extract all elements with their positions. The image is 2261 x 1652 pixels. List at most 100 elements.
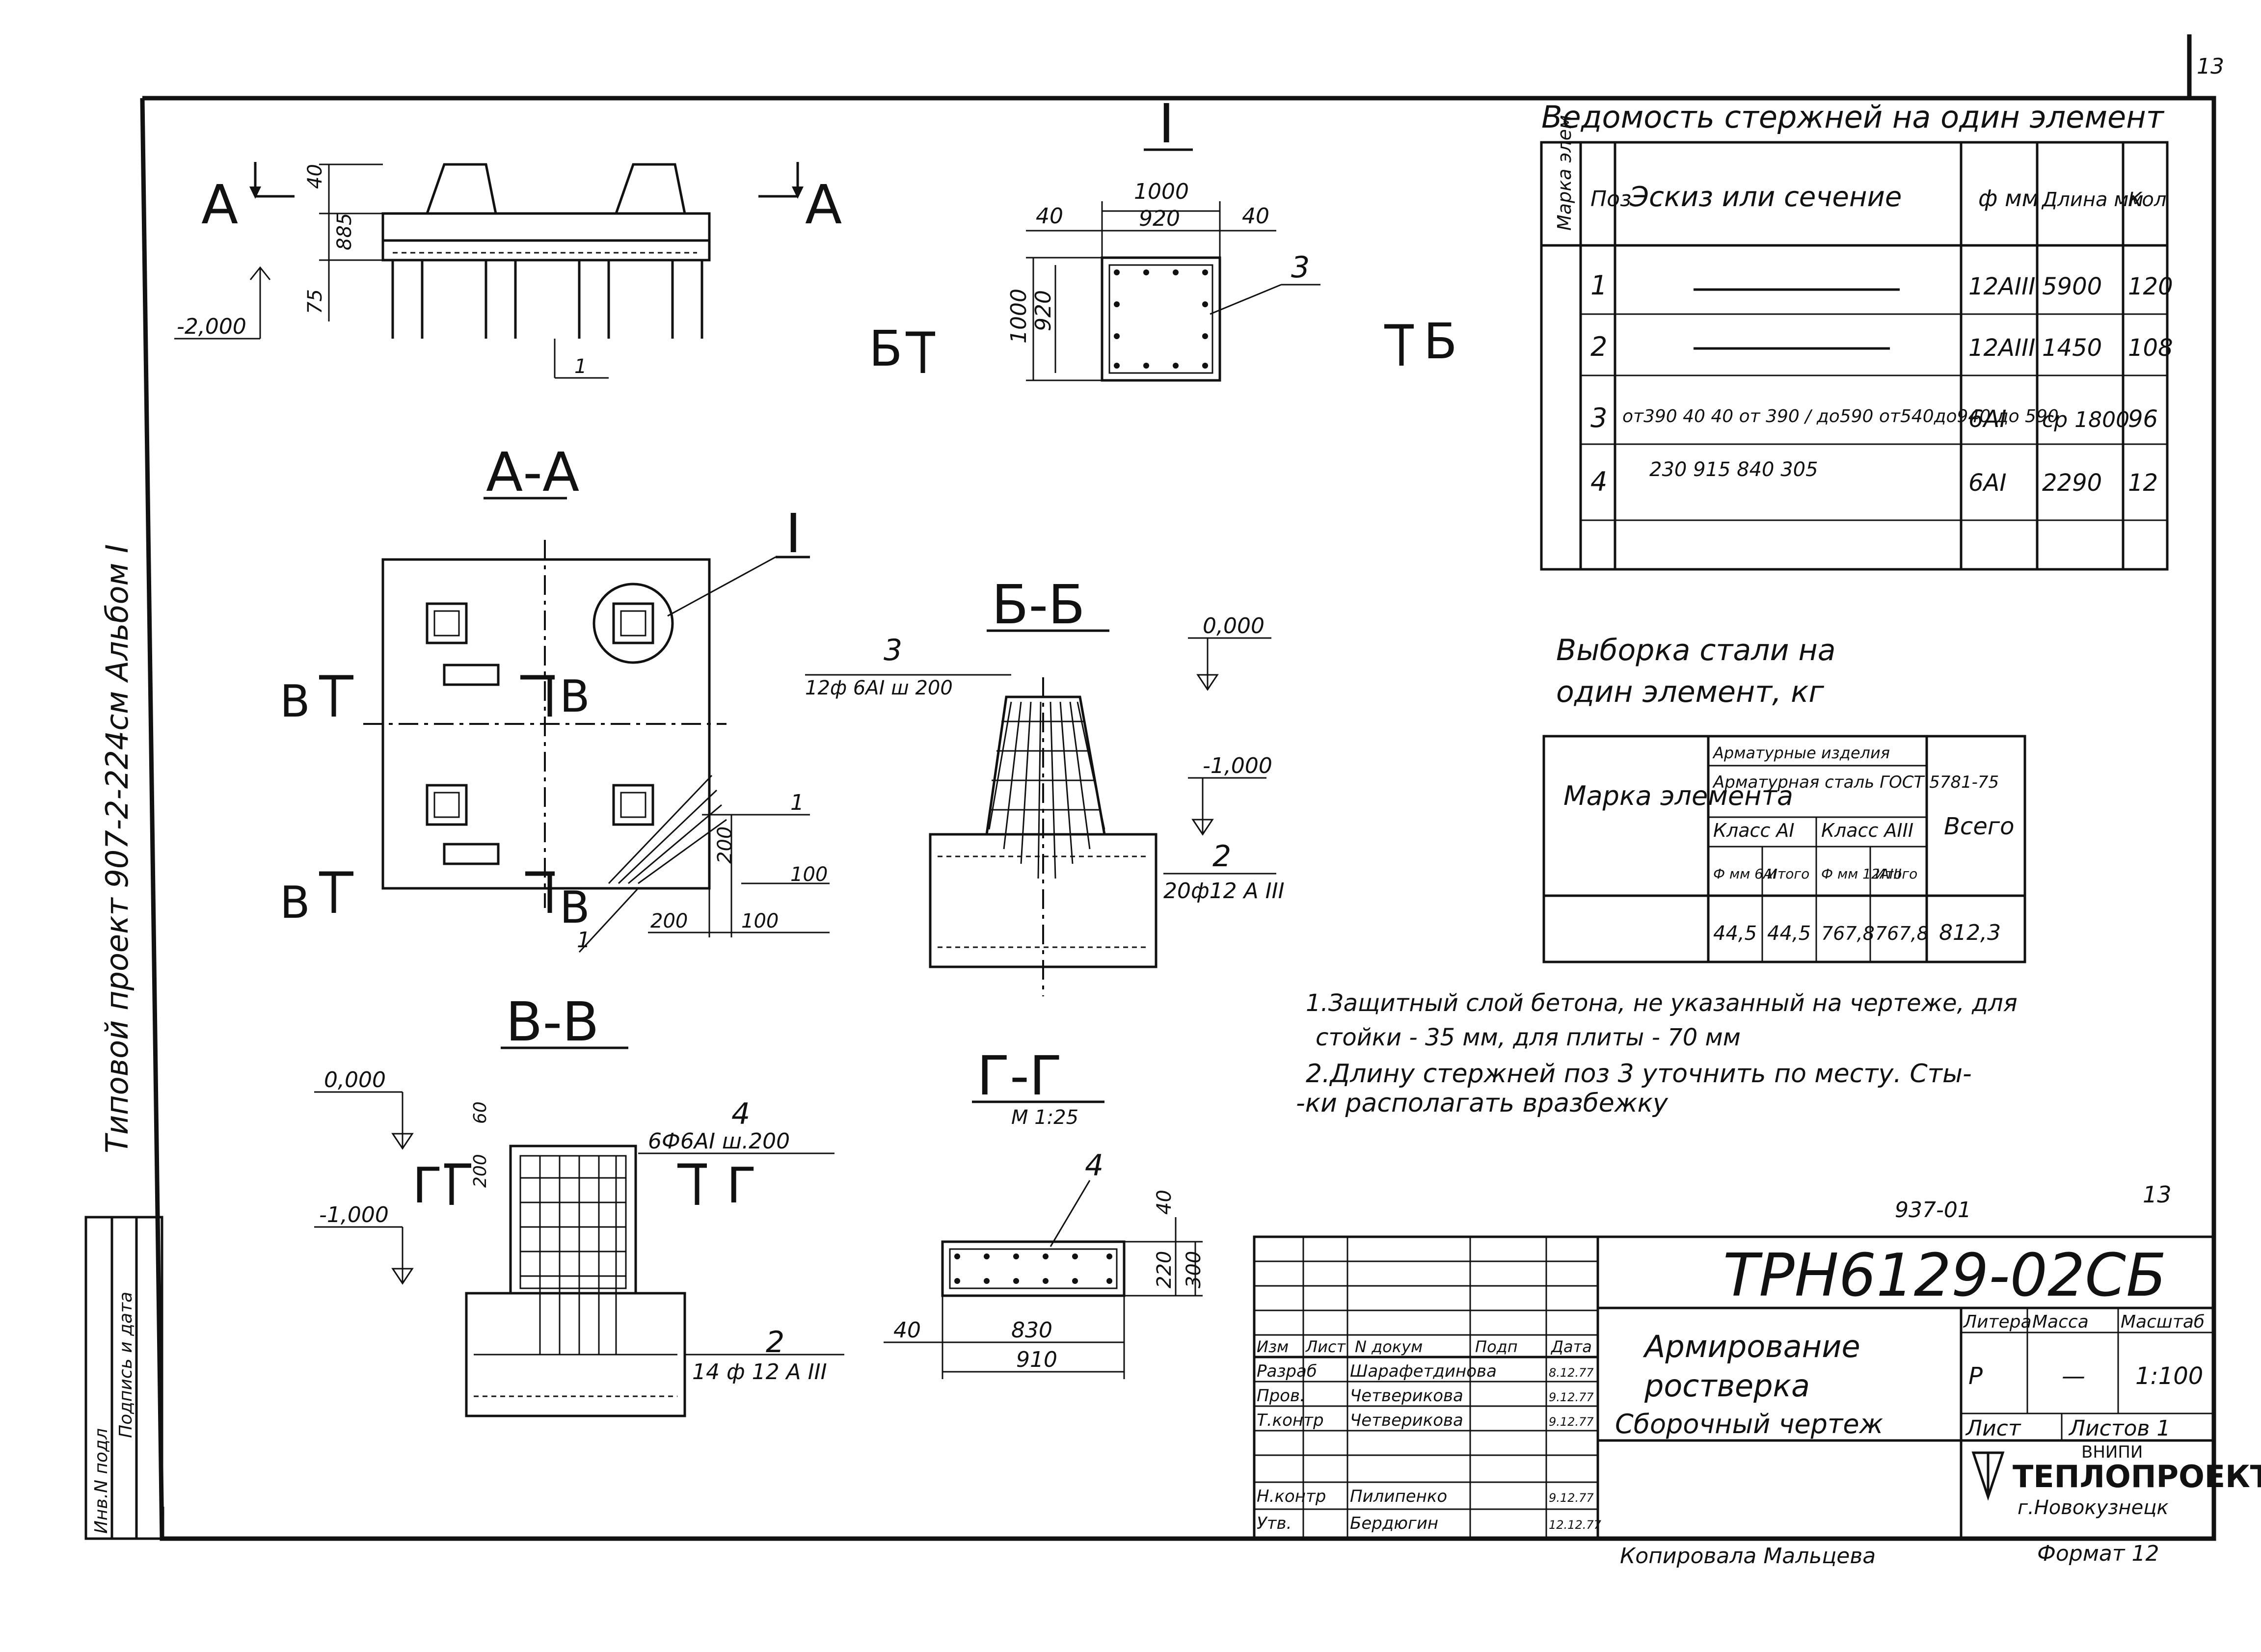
note-1a: 1.Защитный слой бетона, не указанный на … [1306, 989, 2018, 1017]
dim-200-h: 200 [650, 910, 688, 933]
view-gg: Г-Г М 1:25 4 40 220 300 40 830 910 [884, 1044, 1205, 1379]
scale-gg: М 1:25 [1011, 1106, 1078, 1129]
val-fi12: 767,8 [1821, 923, 1875, 944]
note-2b: -ки располагать вразбежку [1296, 1089, 1669, 1118]
stamp-col-2: Подпись и дата [116, 1292, 136, 1438]
format: Формат 12 [2037, 1541, 2159, 1566]
mark-v4: В [560, 882, 590, 933]
h-fi12: Ф мм 12АIII [1821, 866, 1902, 882]
rebar-schedule: Ведомость стержней на один элемент Марка… [1540, 99, 2173, 571]
note-4-vv: 6Ф6АI ш.200 [648, 1129, 790, 1154]
h-izm: Изм [1257, 1337, 1289, 1356]
doc-no: 937-01 [1895, 1198, 1971, 1223]
dim-830-gg: 830 [1011, 1318, 1052, 1343]
name-1: Четверикова [1350, 1386, 1463, 1406]
name-line-1: Армирование [1642, 1329, 1860, 1364]
pos-1-top: 1 [574, 355, 587, 378]
title-block: 937-01 13 Изм Лист N докум Подп Дата Раз… [1253, 1181, 2261, 1540]
dim-910-gg: 910 [1016, 1347, 1057, 1372]
h-len: Длина мм [2041, 188, 2144, 211]
view-i: I 1000 920 40 40 1000 920 3 Б Б [869, 92, 1457, 382]
row1-dia: 12АIII [1968, 273, 2035, 300]
dim-885: 885 [333, 213, 356, 250]
left-stamp: Инв.N подл Подпись и дата [84, 1216, 163, 1540]
row2-pos: 2 [1590, 331, 1607, 362]
role-2: Т.контр [1257, 1411, 1324, 1430]
dim-1000-v: 1000 [1006, 289, 1031, 344]
val-total: 812,3 [1939, 920, 2001, 945]
dim-920-v: 920 [1031, 290, 1056, 331]
row4-dia: 6АI [1968, 469, 2007, 497]
org-line-2: ТЕПЛОПРОЕКТ [2013, 1459, 2261, 1494]
dim-75: 75 [304, 289, 326, 314]
h-class-a1: Класс АI [1713, 820, 1795, 841]
mark-v3: В [280, 877, 310, 929]
note-2a: 2.Длину стержней поз 3 уточнить по месту… [1306, 1059, 1972, 1089]
role-3: Н.контр [1257, 1487, 1326, 1506]
val-fi6: 44,5 [1713, 922, 1757, 945]
row4-len: 2290 [2042, 469, 2102, 497]
steel-title-1: Выборка стали на [1556, 633, 1836, 667]
date-2: 9.12.77 [1549, 1415, 1594, 1429]
copied-by: Копировала Мальцева [1620, 1544, 1876, 1569]
name-2: Четверикова [1350, 1411, 1463, 1430]
pos-4-gg: 4 [1085, 1148, 1104, 1183]
role-4: Утв. [1257, 1514, 1292, 1533]
view-top: А А 40 885 75 -2,000 1 [174, 162, 842, 379]
view-bb: Б-Б 3 12ф 6АI ш 200 0,000 -1,000 2 20ф12… [805, 573, 1285, 996]
h-mass: Масса [2032, 1312, 2089, 1332]
pos-3-bb: 3 [884, 633, 902, 667]
h-mark: Марка элем [1554, 115, 1575, 231]
role-1: Пров. [1257, 1386, 1305, 1406]
pos-4-vv: 4 [731, 1097, 750, 1131]
dim-220-gg: 220 [1153, 1251, 1176, 1288]
h-ndoc: N докум [1355, 1337, 1423, 1356]
dim-40: 40 [304, 164, 326, 189]
dim-60-vv: 60 [470, 1101, 490, 1124]
dim-40-gg-v: 40 [1153, 1190, 1176, 1215]
liter: Р [1968, 1362, 1983, 1390]
mark-v1: В [280, 676, 310, 727]
row3-qty: 96 [2128, 405, 2158, 433]
mark-g-right: Г [727, 1157, 756, 1214]
h-steel-mark: Марка элемента [1563, 780, 1793, 811]
date-3: 9.12.77 [1549, 1491, 1594, 1505]
mass: — [2062, 1362, 2085, 1390]
h-itogo2: Итого [1875, 866, 1917, 882]
h-scale: Масштаб [2121, 1312, 2205, 1332]
row4-pos: 4 [1590, 466, 1607, 497]
role-0: Разраб [1257, 1361, 1317, 1381]
view-bb-title: Б-Б [992, 573, 1085, 636]
h-steel-items: Арматурные изделия [1712, 744, 1890, 762]
h-qty: Кол [2128, 188, 2166, 211]
row2-dia: 12АIII [1968, 334, 2035, 362]
pos-2-vv: 2 [766, 1325, 784, 1359]
page-mark: 13 [2143, 1181, 2172, 1208]
row1-pos: 1 [1590, 270, 1607, 301]
level-1-bb: -1,000 [1203, 753, 1272, 778]
dim-200-v: 200 [714, 826, 736, 864]
steel-title-2: один элемент, кг [1556, 675, 1824, 709]
view-gg-title: Г-Г [977, 1044, 1062, 1107]
stamp-col-1: Инв.N подл [91, 1428, 111, 1534]
doc-code: ТРН6129-02СБ [1723, 1242, 2166, 1310]
dim-300-gg: 300 [1183, 1251, 1205, 1288]
date-1: 9.12.77 [1549, 1390, 1594, 1404]
h-class-a3: Класс АIII [1821, 820, 1913, 841]
row4-qty: 12 [2128, 469, 2158, 497]
pos-1-aa-a: 1 [790, 790, 804, 815]
h-steel-gost: Арматурная сталь ГОСТ 5781-75 [1712, 773, 1999, 792]
h-total: Всего [1944, 813, 2014, 840]
view-vv: В-В 0,000 -1,000 4 6Ф6АI ш.200 200 60 Г … [314, 990, 844, 1417]
name-line-2: ростверка [1644, 1368, 1810, 1404]
steel-sample: Выборка стали на один элемент, кг Марка … [1542, 633, 2026, 963]
pos-1-aa-b: 1 [577, 928, 591, 953]
mark-a-left: А [201, 173, 238, 236]
view-aa: А-А I В В В В 1 1 200 200 100 1 [280, 441, 830, 953]
org-logo: ВНИПИ ТЕПЛОПРОЕКТ г.Новокузнецк [1971, 1442, 2261, 1519]
name-3: Пилипенко [1350, 1487, 1447, 1506]
date-4: 12.12.77 [1549, 1518, 1602, 1532]
dim-100-v: 100 [790, 863, 828, 886]
level-1-vv: -1,000 [319, 1202, 389, 1227]
scale: 1:100 [2135, 1362, 2203, 1390]
